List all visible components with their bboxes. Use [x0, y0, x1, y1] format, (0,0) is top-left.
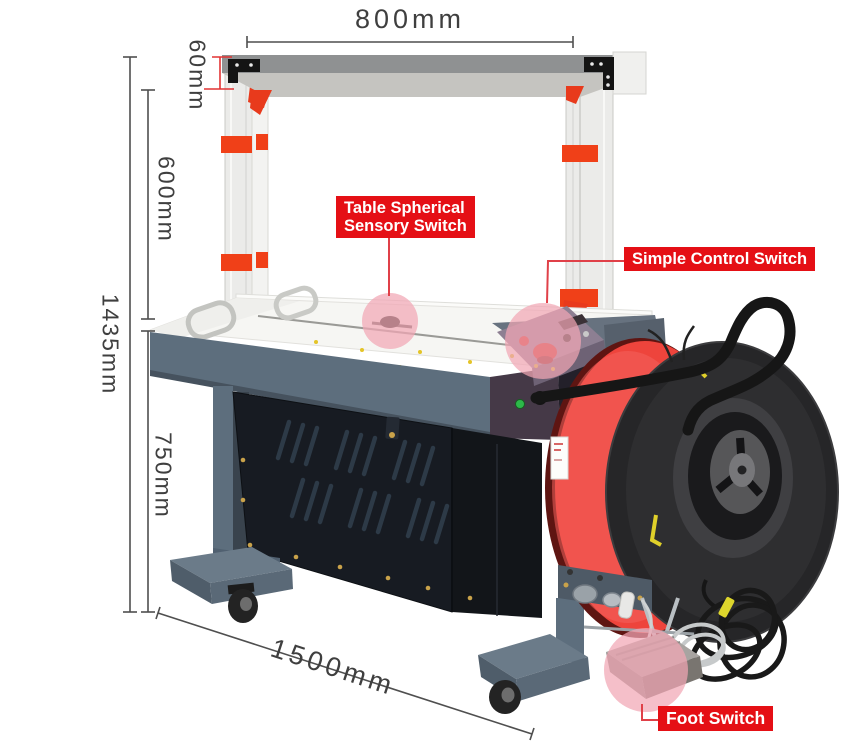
dim-arch-height: 600mm: [153, 156, 180, 243]
cable-tie: [718, 596, 735, 618]
right-foot: [478, 634, 588, 679]
vent-slots: [275, 419, 450, 545]
cabinet: [213, 386, 542, 618]
dimension-lines: [123, 36, 574, 741]
callout-table-switch-line1: Table Spherical: [344, 199, 465, 217]
arch-top-beam: [222, 55, 646, 73]
strap-reel: [545, 318, 839, 643]
table-front-band: [150, 332, 490, 438]
beam-height-bracket: [204, 56, 234, 90]
column-bracket: [562, 145, 598, 162]
green-button: [515, 399, 525, 409]
left-strap-guide: [251, 93, 269, 321]
head-right-face: [490, 367, 560, 440]
highlight-foot-switch: [604, 628, 688, 712]
highlight-table-switch: [362, 293, 418, 349]
label-sticker: [550, 436, 569, 480]
legs: [170, 547, 590, 714]
corner-bracket-right: [584, 57, 614, 90]
callout-control-switch: Simple Control Switch: [624, 247, 816, 272]
arch-left-column: [224, 59, 253, 333]
left-foot: [170, 547, 292, 583]
callout-foot-switch: Foot Switch: [658, 706, 774, 732]
column-bracket: [221, 136, 252, 153]
panel-screws: [240, 457, 473, 601]
strap-guide-tube: [530, 297, 796, 436]
table-handle: [185, 300, 237, 340]
dim-total-height: 1435mm: [97, 293, 124, 396]
arch-frame: [221, 51, 647, 333]
table-handle: [273, 285, 319, 321]
arch-right-column: [565, 79, 614, 323]
door-latch: [385, 416, 400, 440]
corner-bracket-left: [228, 59, 260, 83]
column-bracket: [221, 254, 252, 271]
callout-leaders: [388, 234, 658, 721]
callout-table-switch-line2: Sensory Switch: [344, 217, 467, 236]
dim-body-height: 750mm: [150, 432, 177, 519]
highlight-control-switch: [505, 303, 581, 379]
callout-table-switch: Table Spherical Sensory Switch: [336, 196, 475, 239]
dim-beam-height: 60mm: [184, 39, 211, 112]
dim-top-width: 800mm: [354, 4, 466, 34]
